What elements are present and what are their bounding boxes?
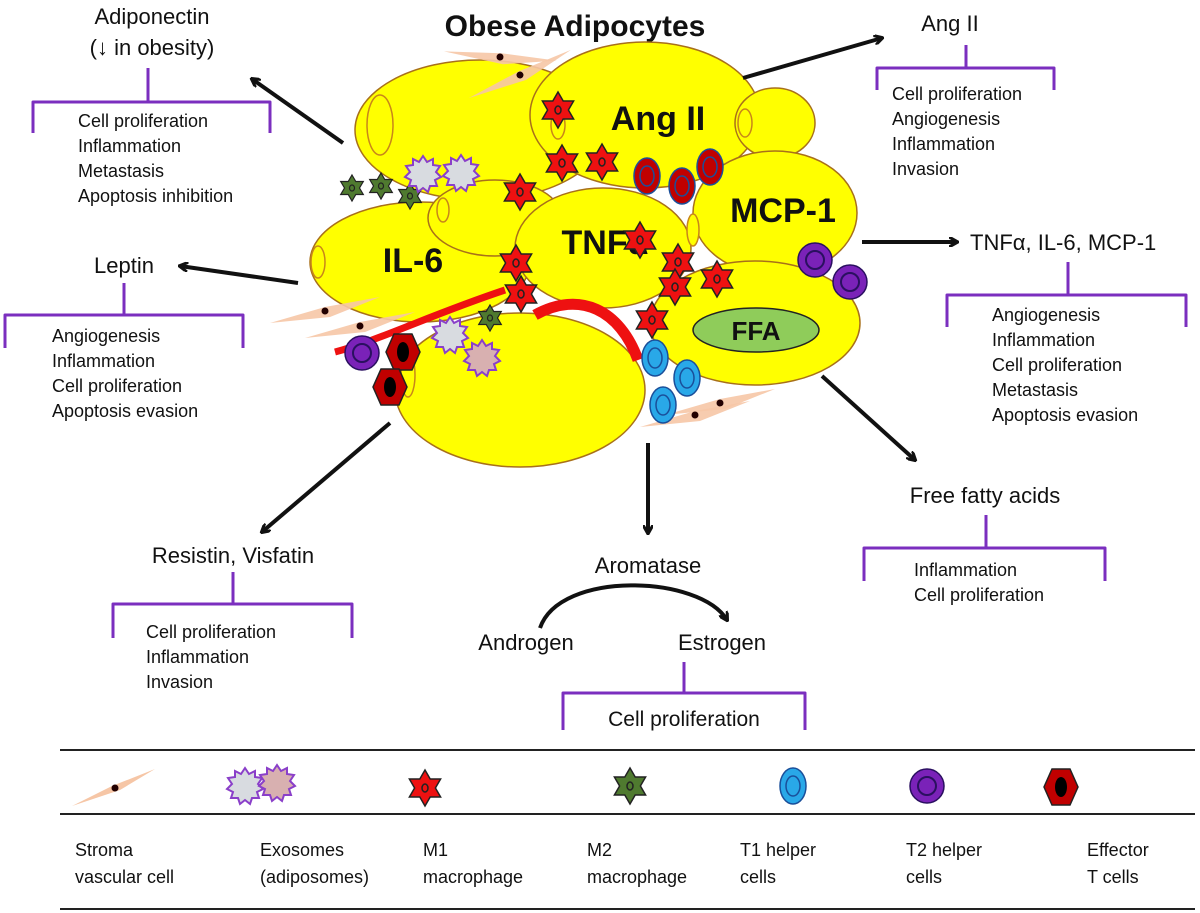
factor-name: Adiponectin xyxy=(95,4,210,29)
effect-item: Angiogenesis xyxy=(992,305,1100,325)
nucleus xyxy=(310,245,326,279)
t2-helper-cell xyxy=(832,264,868,300)
legend-label: T cells xyxy=(1087,867,1139,887)
effect-item: Cell proliferation xyxy=(78,111,208,131)
t1-helper-cell-icon xyxy=(779,767,807,805)
effect-item: Inflammation xyxy=(992,330,1095,350)
legend-label: macrophage xyxy=(587,867,687,887)
aromatase-curve-arrow xyxy=(538,583,727,629)
factor-resistin-visfatin: Resistin, Visfatin Cell proliferation In… xyxy=(111,543,354,692)
aromatase-pathway: Aromatase Androgen Estrogen Cell prolife… xyxy=(478,553,807,731)
diagram-title: Obese Adipocytes xyxy=(445,10,706,43)
bracket xyxy=(945,262,1188,327)
legend-label: Effector xyxy=(1087,840,1149,860)
arrow-to-adiponectin xyxy=(252,79,345,145)
cell-label-ang2: Ang II xyxy=(611,100,705,138)
effect-item: Cell proliferation xyxy=(146,622,276,642)
effect-item: Inflammation xyxy=(52,351,155,371)
effect-item: Inflammation xyxy=(78,136,181,156)
factor-name: TNFα, IL-6, MCP-1 xyxy=(970,230,1156,255)
legend-label: cells xyxy=(740,867,776,887)
arrow-to-leptin xyxy=(180,266,299,285)
effect-item: Apoptosis evasion xyxy=(992,405,1138,425)
effector-t-cell-icon xyxy=(1043,768,1079,806)
effect-item: Cell proliferation xyxy=(992,355,1122,375)
effect-item: Cell proliferation xyxy=(892,84,1022,104)
effect-item: Invasion xyxy=(146,672,213,692)
legend: Stroma vascular cell Exosomes (adiposome… xyxy=(60,749,1195,910)
cell-label-ffa: FFA xyxy=(731,316,780,346)
nucleus xyxy=(436,197,450,223)
arrow-to-ffa xyxy=(820,374,915,460)
legend-label: cells xyxy=(906,867,942,887)
effect-item: Inflammation xyxy=(892,134,995,154)
factor-name: Ang II xyxy=(921,11,978,36)
factor-note: (↓ in obesity) xyxy=(90,35,215,60)
exosome-icon xyxy=(226,764,296,805)
t2-helper-cell xyxy=(344,335,380,371)
factor-free-fatty-acids: Free fatty acids Inflammation Cell proli… xyxy=(862,483,1107,605)
arrows xyxy=(180,38,957,629)
adipocyte-cluster: Ang II MCP-1 IL-6 TNFα FFA xyxy=(270,26,868,468)
legend-label: T2 helper xyxy=(906,840,982,860)
effector-t-cell xyxy=(385,333,421,371)
effect-item: Angiogenesis xyxy=(892,109,1000,129)
effect-item: Metastasis xyxy=(78,161,164,181)
effector-t-cell xyxy=(372,368,408,406)
arrow-to-resistin xyxy=(262,421,392,532)
cell-label-il6: IL-6 xyxy=(383,242,443,280)
effect-item: Metastasis xyxy=(992,380,1078,400)
androgen-label: Androgen xyxy=(478,630,573,655)
legend-label: T1 helper xyxy=(740,840,816,860)
bracket xyxy=(3,283,245,348)
effect-item: Invasion xyxy=(892,159,959,179)
blood-vessel xyxy=(532,298,644,362)
nucleus xyxy=(366,94,394,156)
effect-item: Cell proliferation xyxy=(914,585,1044,605)
legend-label: (adiposomes) xyxy=(260,867,369,887)
estrogen-label: Estrogen xyxy=(678,630,766,655)
legend-labels: Stroma vascular cell Exosomes (adiposome… xyxy=(75,840,1149,887)
arrow-to-ang2 xyxy=(742,38,882,80)
nucleus xyxy=(737,108,753,138)
t2-helper-cell-icon xyxy=(909,768,945,804)
bracket xyxy=(31,68,272,133)
factor-cytokines: TNFα, IL-6, MCP-1 Angiogenesis Inflammat… xyxy=(945,230,1188,425)
bracket xyxy=(111,572,354,638)
m1-macrophage-icon xyxy=(408,769,442,807)
legend-label: M2 xyxy=(587,840,612,860)
effect-item: Inflammation xyxy=(146,647,249,667)
legend-label: Stroma xyxy=(75,840,134,860)
bracket xyxy=(862,515,1107,581)
effect-item: Cell proliferation xyxy=(52,376,182,396)
effect-item: Cell proliferation xyxy=(608,708,760,731)
legend-label: Exosomes xyxy=(260,840,344,860)
stroma-vascular-cell-icon xyxy=(72,769,155,806)
effect-item: Apoptosis inhibition xyxy=(78,186,233,206)
bracket xyxy=(875,45,1056,90)
factor-name: Resistin, Visfatin xyxy=(152,543,314,568)
m2-macrophage-icon xyxy=(613,767,647,805)
legend-label: vascular cell xyxy=(75,867,174,887)
nucleus xyxy=(686,213,700,247)
aromatase-label: Aromatase xyxy=(595,553,701,578)
legend-label: macrophage xyxy=(423,867,523,887)
factor-adiponectin: Adiponectin (↓ in obesity) Cell prolifer… xyxy=(31,4,272,206)
bracket xyxy=(561,662,807,730)
cell-label-mcp1: MCP-1 xyxy=(730,192,836,230)
effect-item: Inflammation xyxy=(914,560,1017,580)
effect-item: Angiogenesis xyxy=(52,326,160,346)
ffa-droplet xyxy=(692,307,820,353)
factor-leptin: Leptin Angiogenesis Inflammation Cell pr… xyxy=(3,253,245,421)
factor-name: Free fatty acids xyxy=(910,483,1060,508)
factor-name: Leptin xyxy=(94,253,154,278)
factor-ang2: Ang II Cell proliferation Angiogenesis I… xyxy=(875,11,1056,179)
effect-item: Apoptosis evasion xyxy=(52,401,198,421)
legend-label: M1 xyxy=(423,840,448,860)
t2-helper-cell xyxy=(797,242,833,278)
